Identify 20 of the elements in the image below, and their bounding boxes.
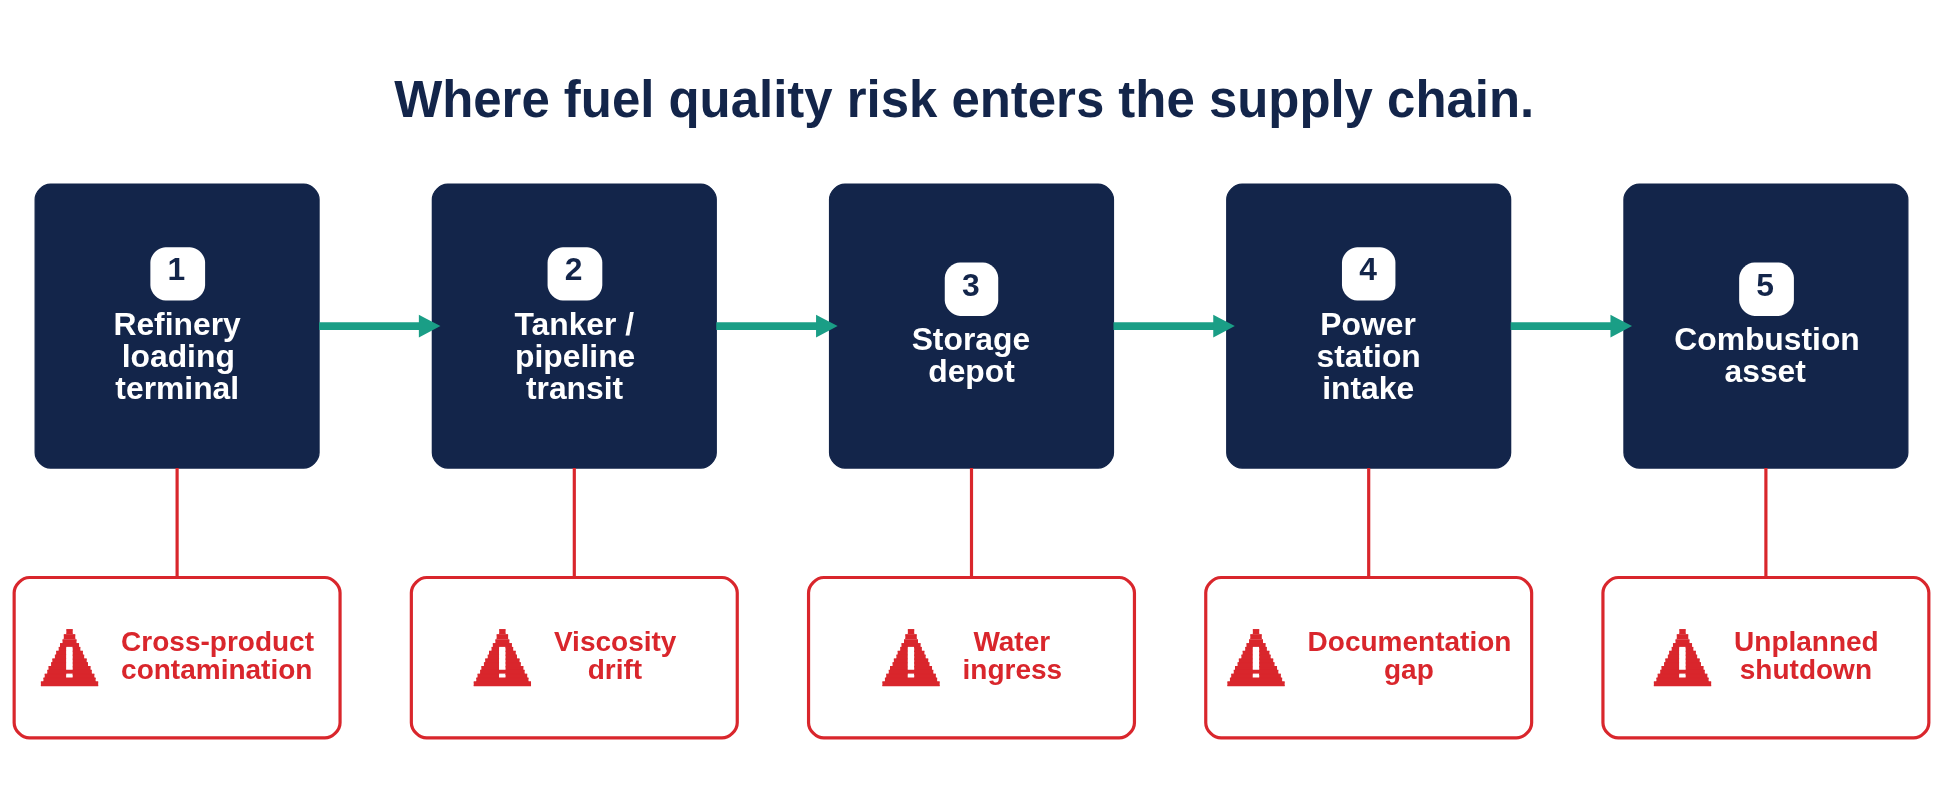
arrow — [715, 314, 838, 337]
connector — [175, 467, 179, 577]
connector — [1366, 467, 1370, 577]
node-box: Water ingress — [806, 575, 1136, 739]
node-box: Documentation gap — [1203, 575, 1533, 739]
node-box: 2 Tanker / pipeline transit — [431, 183, 717, 469]
node-box: Cross-product contamination — [12, 575, 342, 739]
connector — [572, 467, 576, 577]
node-box: 1 Refinery loading terminal — [34, 183, 320, 469]
arrow — [1112, 314, 1235, 337]
node-box: 3 Storage depot — [828, 183, 1114, 469]
connector — [1763, 467, 1767, 577]
node-box: 5 Combustion asset — [1622, 183, 1908, 469]
node-box: 4 Power station intake — [1225, 183, 1511, 469]
arrow — [318, 314, 440, 337]
connector — [969, 467, 973, 577]
node-box: Unplanned shutdown — [1600, 575, 1930, 739]
arrow — [1510, 314, 1632, 337]
diagram-title: Where fuel quality risk enters the supply chain. — [393, 70, 1534, 128]
node-box: Viscosity drift — [409, 575, 739, 739]
